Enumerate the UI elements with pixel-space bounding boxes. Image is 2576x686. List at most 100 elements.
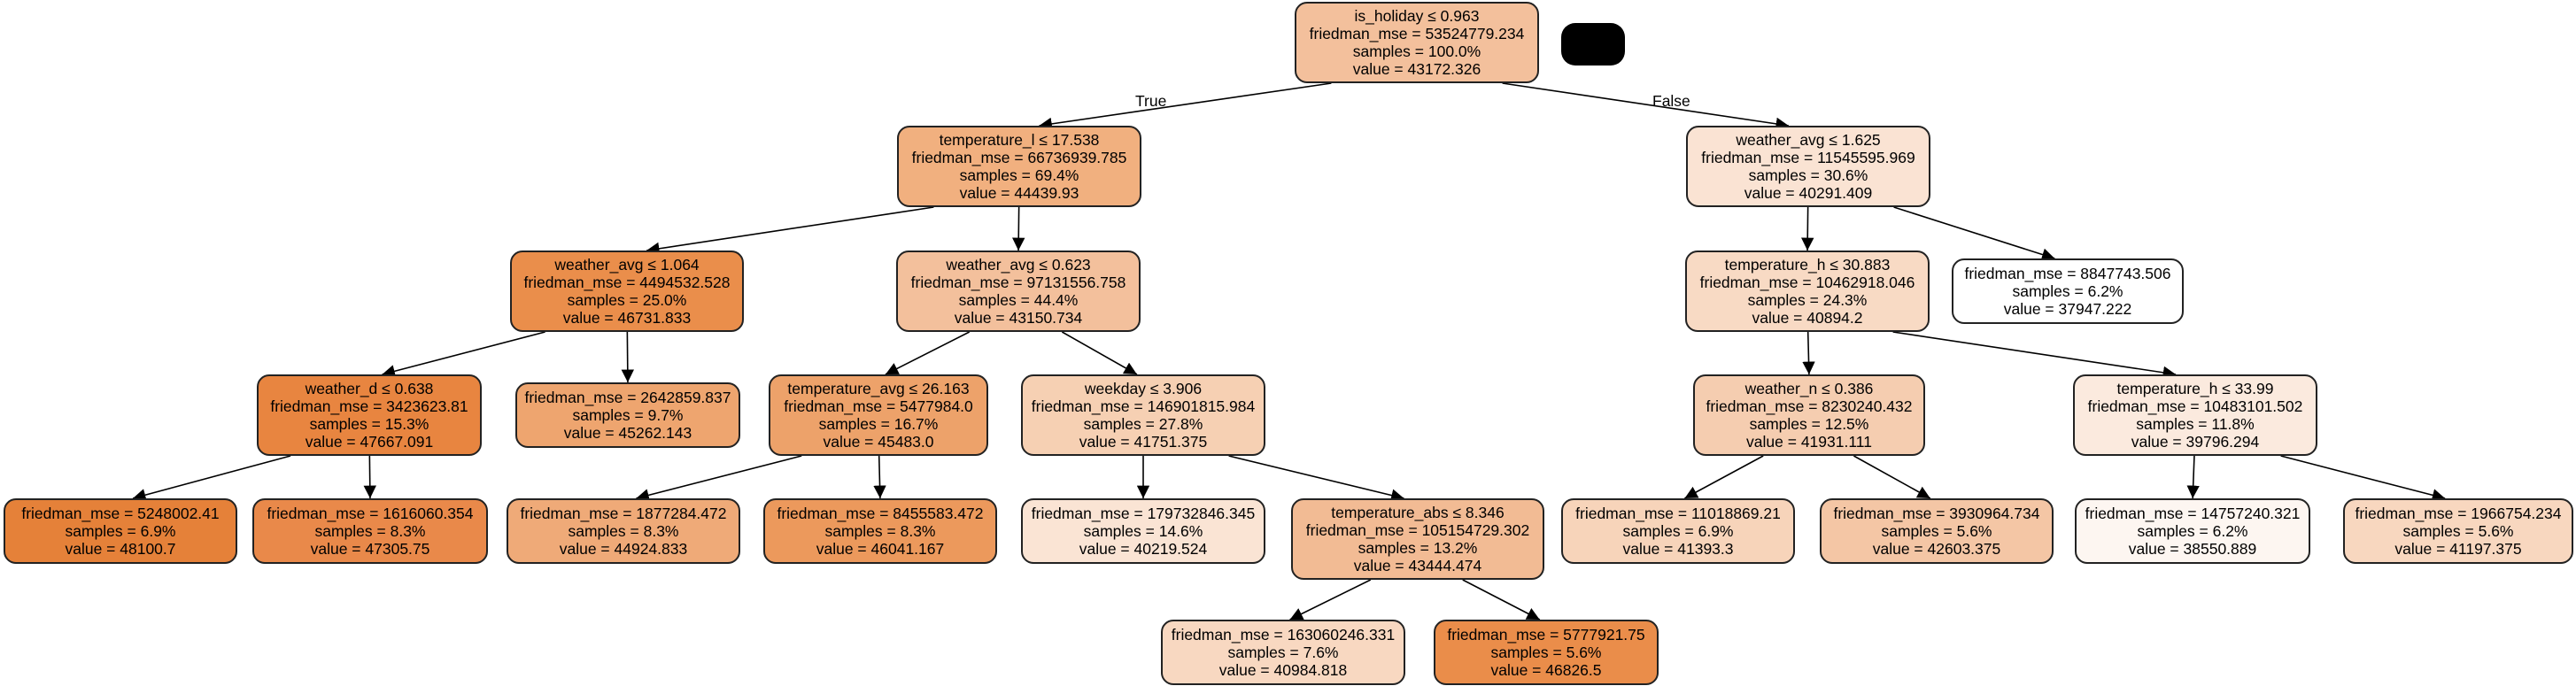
node-split-text: temperature_h ≤ 33.99 [2116, 380, 2274, 397]
node-mse-text: friedman_mse = 4494532.528 [523, 274, 731, 291]
tree-edge-n2-n5 [1801, 206, 1814, 251]
node-value-text: value = 41197.375 [2394, 540, 2522, 558]
node-samples-text: samples = 8.3% [314, 522, 426, 540]
node-mse-text: friedman_mse = 11545595.969 [1701, 149, 1915, 166]
node-value-text: value = 45483.0 [823, 433, 934, 451]
node-value-text: value = 44439.93 [959, 184, 1079, 202]
node-value-text: value = 41931.111 [1746, 433, 1872, 451]
node-mse-text: friedman_mse = 3930964.734 [1833, 505, 2040, 522]
node-split-text: temperature_abs ≤ 8.346 [1331, 504, 1505, 521]
node-split-text: weather_d ≤ 0.638 [305, 380, 434, 397]
node-value-text: value = 46731.833 [562, 309, 692, 327]
tree-edge-n7-n13 [132, 455, 291, 502]
node-samples-text: samples = 69.4% [959, 166, 1079, 184]
node-samples-text: samples = 25.0% [567, 291, 687, 309]
tree-edge-n9-n15 [636, 455, 802, 502]
node-split-text: weather_avg ≤ 0.623 [946, 256, 1091, 274]
node-value-text: value = 40291.409 [1744, 184, 1873, 202]
node-samples-text: samples = 27.8% [1083, 415, 1203, 433]
node-mse-text: friedman_mse = 163060246.331 [1171, 626, 1396, 644]
node-value-text: value = 39796.294 [2131, 433, 2260, 451]
tree-edge-n5-n12 [1892, 331, 2177, 379]
node-samples-text: samples = 100.0% [1352, 42, 1481, 60]
node-split-text: temperature_avg ≤ 26.163 [787, 380, 970, 397]
node-value-text: value = 40984.818 [1218, 661, 1348, 679]
node-value-text: value = 43150.734 [954, 309, 1083, 327]
node-split-text: temperature_l ≤ 17.538 [939, 131, 1100, 149]
node-value-text: value = 38550.889 [2128, 540, 2257, 558]
node-value-text: value = 48100.7 [65, 540, 176, 558]
node-value-text: value = 41751.375 [1079, 433, 1208, 451]
node-mse-text: friedman_mse = 14757240.321 [2085, 505, 2301, 522]
node-mse-text: friedman_mse = 10483101.502 [2087, 397, 2303, 415]
node-samples-text: samples = 9.7% [572, 406, 684, 424]
tree-edge-n3-n7 [382, 331, 545, 378]
node-samples-text: samples = 5.6% [1490, 644, 1602, 661]
node-mse-text: friedman_mse = 5477984.0 [784, 397, 973, 415]
tree-edge-n0-n1 [1039, 82, 1332, 131]
tree-edge-n11-n19 [1684, 455, 1764, 499]
tree-edge-n11-n20 [1853, 455, 1931, 499]
tree-edge-n12-n21 [2186, 455, 2200, 499]
node-samples-text: samples = 44.4% [958, 291, 1079, 309]
node-value-text: value = 47305.75 [310, 540, 430, 558]
node-samples-text: samples = 5.6% [1881, 522, 1992, 540]
node-mse-text: friedman_mse = 1877284.472 [520, 505, 727, 522]
node-mse-text: friedman_mse = 2642859.837 [524, 389, 731, 406]
node-mse-text: friedman_mse = 3423623.81 [270, 397, 468, 415]
node-samples-text: samples = 7.6% [1227, 644, 1339, 661]
node-samples-text: samples = 24.3% [1747, 291, 1868, 309]
node-samples-text: samples = 6.9% [65, 522, 176, 540]
tree-edge-n7-n14 [363, 455, 376, 499]
node-split-text: weather_avg ≤ 1.064 [554, 256, 700, 274]
node-mse-text: friedman_mse = 105154729.302 [1305, 521, 1530, 539]
tree-edge-n1-n3 [646, 206, 934, 255]
node-samples-text: samples = 5.6% [2402, 522, 2514, 540]
node-value-text: value = 40219.524 [1079, 540, 1208, 558]
tree-edge-n9-n16 [873, 455, 886, 499]
node-split-text: temperature_h ≤ 30.883 [1724, 256, 1891, 274]
node-value-text: value = 44924.833 [559, 540, 688, 558]
node-value-text: value = 43444.474 [1353, 557, 1482, 574]
node-mse-text: friedman_mse = 146901815.984 [1031, 397, 1256, 415]
node-mse-text: friedman_mse = 66736939.785 [911, 149, 1127, 166]
node-value-text: value = 43172.326 [1352, 60, 1481, 78]
node-mse-text: friedman_mse = 8230240.432 [1706, 397, 1913, 415]
node-split-text: weather_n ≤ 0.386 [1744, 380, 1874, 397]
node-split-text: weather_avg ≤ 1.625 [1736, 131, 1881, 149]
node-value-text: value = 46041.167 [816, 540, 945, 558]
node-mse-text: friedman_mse = 5248002.41 [21, 505, 220, 522]
node-samples-text: samples = 15.3% [309, 415, 429, 433]
node-samples-text: samples = 6.9% [1622, 522, 1734, 540]
node-mse-text: friedman_mse = 8847743.506 [1964, 265, 2171, 282]
tree-edge-n2-n6 [1893, 206, 2055, 261]
node-mse-text: friedman_mse = 179732846.345 [1031, 505, 1256, 522]
node-samples-text: samples = 12.5% [1749, 415, 1869, 433]
node-samples-text: samples = 8.3% [824, 522, 936, 540]
node-samples-text: samples = 11.8% [2136, 415, 2255, 433]
node-mse-text: friedman_mse = 97131556.758 [910, 274, 1126, 291]
node-value-text: value = 45262.143 [563, 424, 692, 442]
